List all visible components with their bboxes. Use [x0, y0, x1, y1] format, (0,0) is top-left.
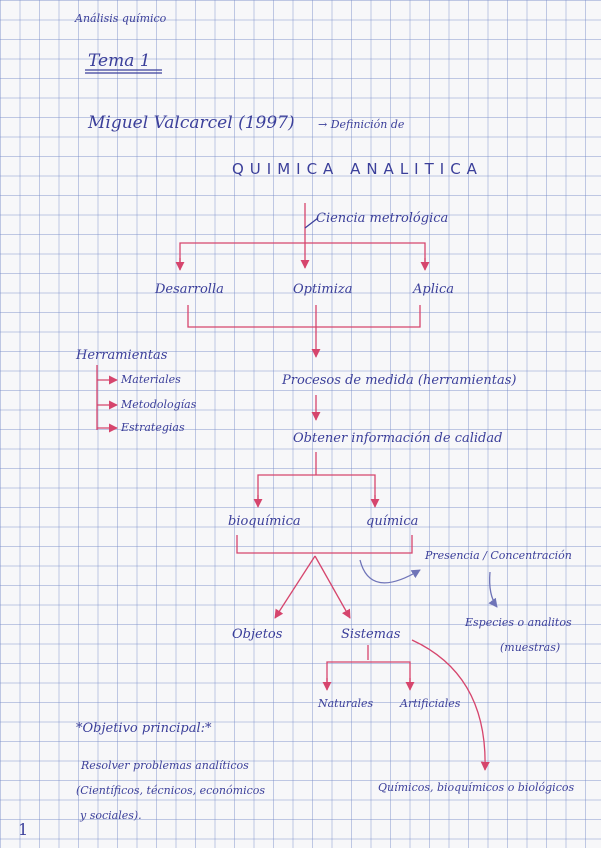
sistemas-node: Sistemas [341, 627, 401, 642]
subject-header: Análisis químico [75, 12, 167, 25]
procesos-node: Procesos de medida (herramientas) [282, 373, 517, 388]
especies-node: Especies o analitos [465, 616, 572, 629]
objetos-node: Objetos [232, 627, 283, 642]
main-title: QUIMICA ANALITICA [232, 160, 483, 178]
quimica-node: química [366, 514, 419, 529]
herramientas-item: Materiales [121, 373, 181, 386]
desarrolla-node: Desarrolla [155, 282, 224, 297]
presencia-node: Presencia / Concentración [425, 549, 572, 562]
herramientas-item: Metodologías [121, 398, 197, 411]
definition-label: → Definición de [318, 118, 405, 131]
objetivo-line: y sociales). [80, 809, 142, 822]
herramientas-item: Estrategias [121, 421, 185, 434]
herramientas-title: Herramientas [76, 348, 168, 363]
author: Miguel Valcarcel (1997) [88, 113, 295, 133]
topic-title: Tema 1 [88, 51, 151, 71]
ciencia-node: Ciencia metrológica [316, 211, 449, 226]
artificiales-node: Artificiales [400, 697, 461, 710]
optimiza-node: Optimiza [293, 282, 353, 297]
aplica-node: Aplica [413, 282, 455, 297]
objetivo-line: Resolver problemas analíticos [81, 759, 249, 772]
objetivo-line: (Científicos, técnicos, económicos [76, 784, 266, 797]
bioquimica-node: bioquímica [228, 514, 301, 529]
naturales-node: Naturales [318, 697, 374, 710]
objetivo-title: *Objetivo principal:* [76, 721, 212, 736]
quimicos-node: Químicos, bioquímicos o biológicos [378, 781, 575, 794]
muestras-node: (muestras) [500, 641, 561, 654]
page-number: 1 [18, 820, 29, 839]
obtener-node: Obtener información de calidad [293, 431, 503, 446]
